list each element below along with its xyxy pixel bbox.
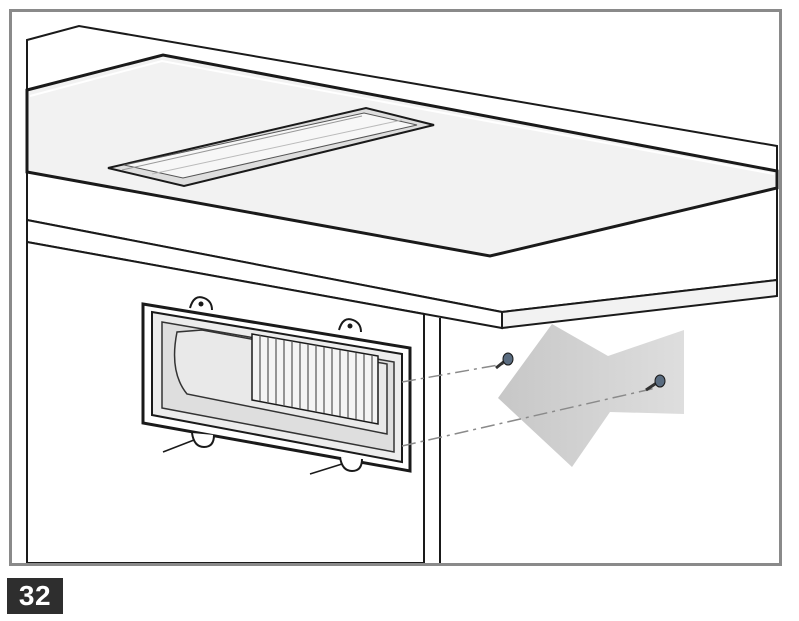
tab-hole (198, 301, 204, 307)
vent-line (121, 115, 363, 171)
cooktop-glass (25, 53, 779, 258)
worktop-side-edge (501, 278, 778, 330)
pointer-line-left (162, 439, 195, 453)
grille-slats (259, 335, 373, 422)
vent-line (151, 119, 403, 175)
screw-lower (645, 374, 666, 392)
tab-hole (347, 323, 353, 329)
installation-diagram (25, 24, 779, 563)
push-arrow (498, 324, 684, 467)
illustration-frame (9, 9, 782, 566)
cooktop-edge-highlight (29, 59, 775, 175)
alignment-line-bottom (401, 387, 657, 447)
alignment-line-top (401, 363, 505, 383)
pointer-line-right (309, 463, 343, 475)
downdraft-vent-inner (123, 112, 418, 179)
step-number-badge: 32 (7, 578, 63, 614)
screw-upper (495, 352, 514, 370)
